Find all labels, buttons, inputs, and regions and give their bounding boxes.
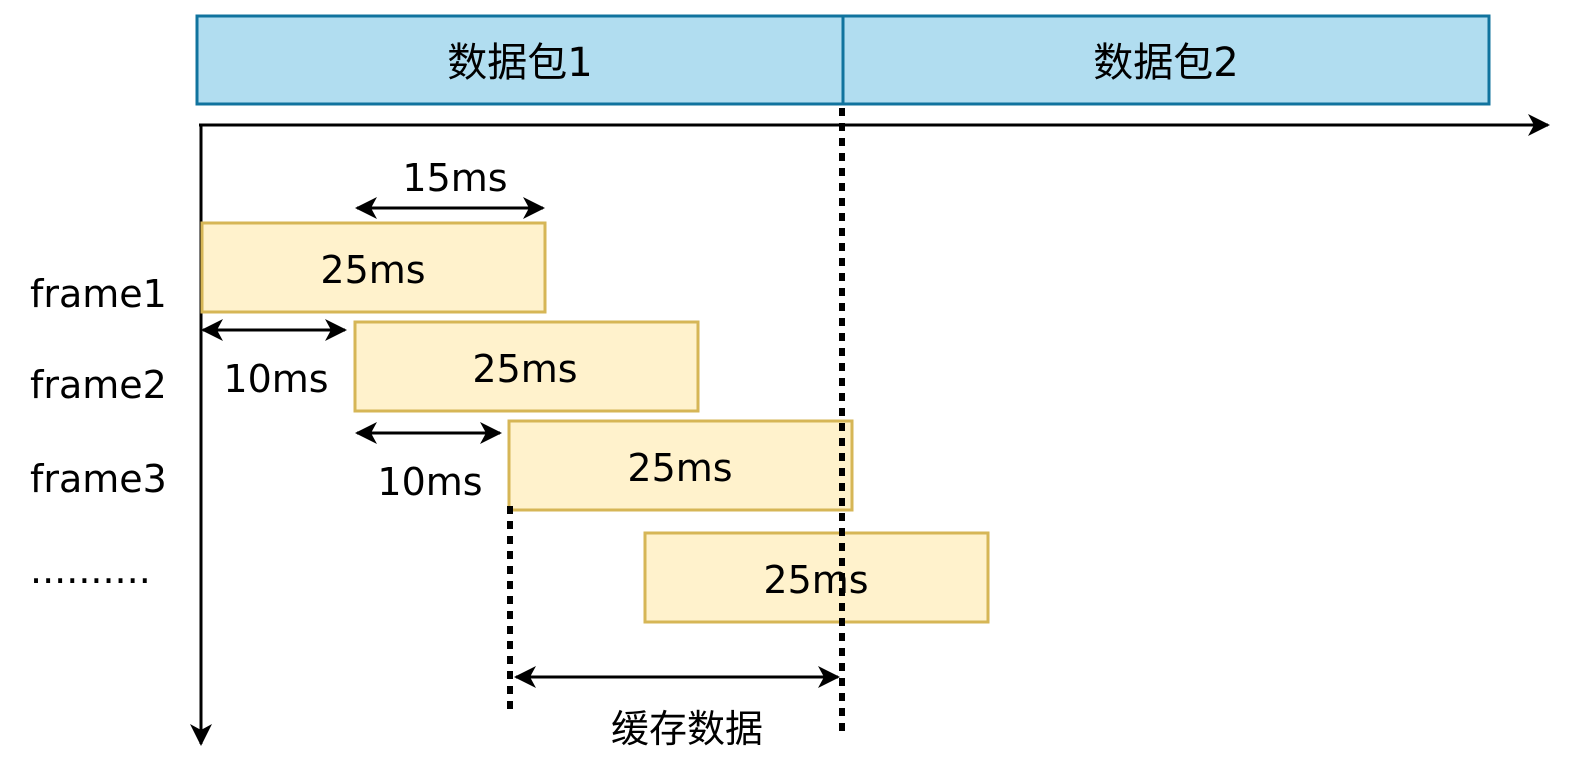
frame-4-duration: 25ms — [763, 558, 868, 602]
frame-3-row-label: frame3 — [30, 457, 167, 501]
frame-3-duration: 25ms — [627, 446, 732, 490]
packet-2-box — [841, 14, 1491, 106]
overlap-label: 15ms — [402, 156, 507, 200]
ellipsis-row-label: .......... — [30, 548, 151, 592]
step-1-label: 10ms — [223, 357, 328, 401]
buffer-label: 缓存数据 — [611, 707, 763, 751]
frame-2-duration: 25ms — [472, 347, 577, 391]
step-2-label: 10ms — [377, 460, 482, 504]
frame-1-duration: 25ms — [320, 248, 425, 292]
frame-1-box — [200, 221, 547, 314]
packet-2-label: 数据包2 — [1093, 40, 1238, 86]
packet-1-box — [195, 14, 845, 106]
frame-boxes: 25ms 25ms 25ms 25ms — [200, 221, 990, 624]
packet-bar: 数据包1 数据包2 — [195, 14, 1491, 106]
dimension-arrows: 15ms 10ms 10ms 缓存数据 — [201, 156, 840, 751]
frame-2-box — [353, 320, 700, 413]
frame-1-row-label: frame1 — [30, 272, 167, 316]
row-labels: frame1 frame2 frame3 .......... — [30, 272, 167, 592]
packet-1-label: 数据包1 — [447, 40, 592, 86]
frame-4-box — [643, 531, 990, 624]
frame-2-row-label: frame2 — [30, 363, 167, 407]
frame-3-box — [507, 419, 854, 512]
